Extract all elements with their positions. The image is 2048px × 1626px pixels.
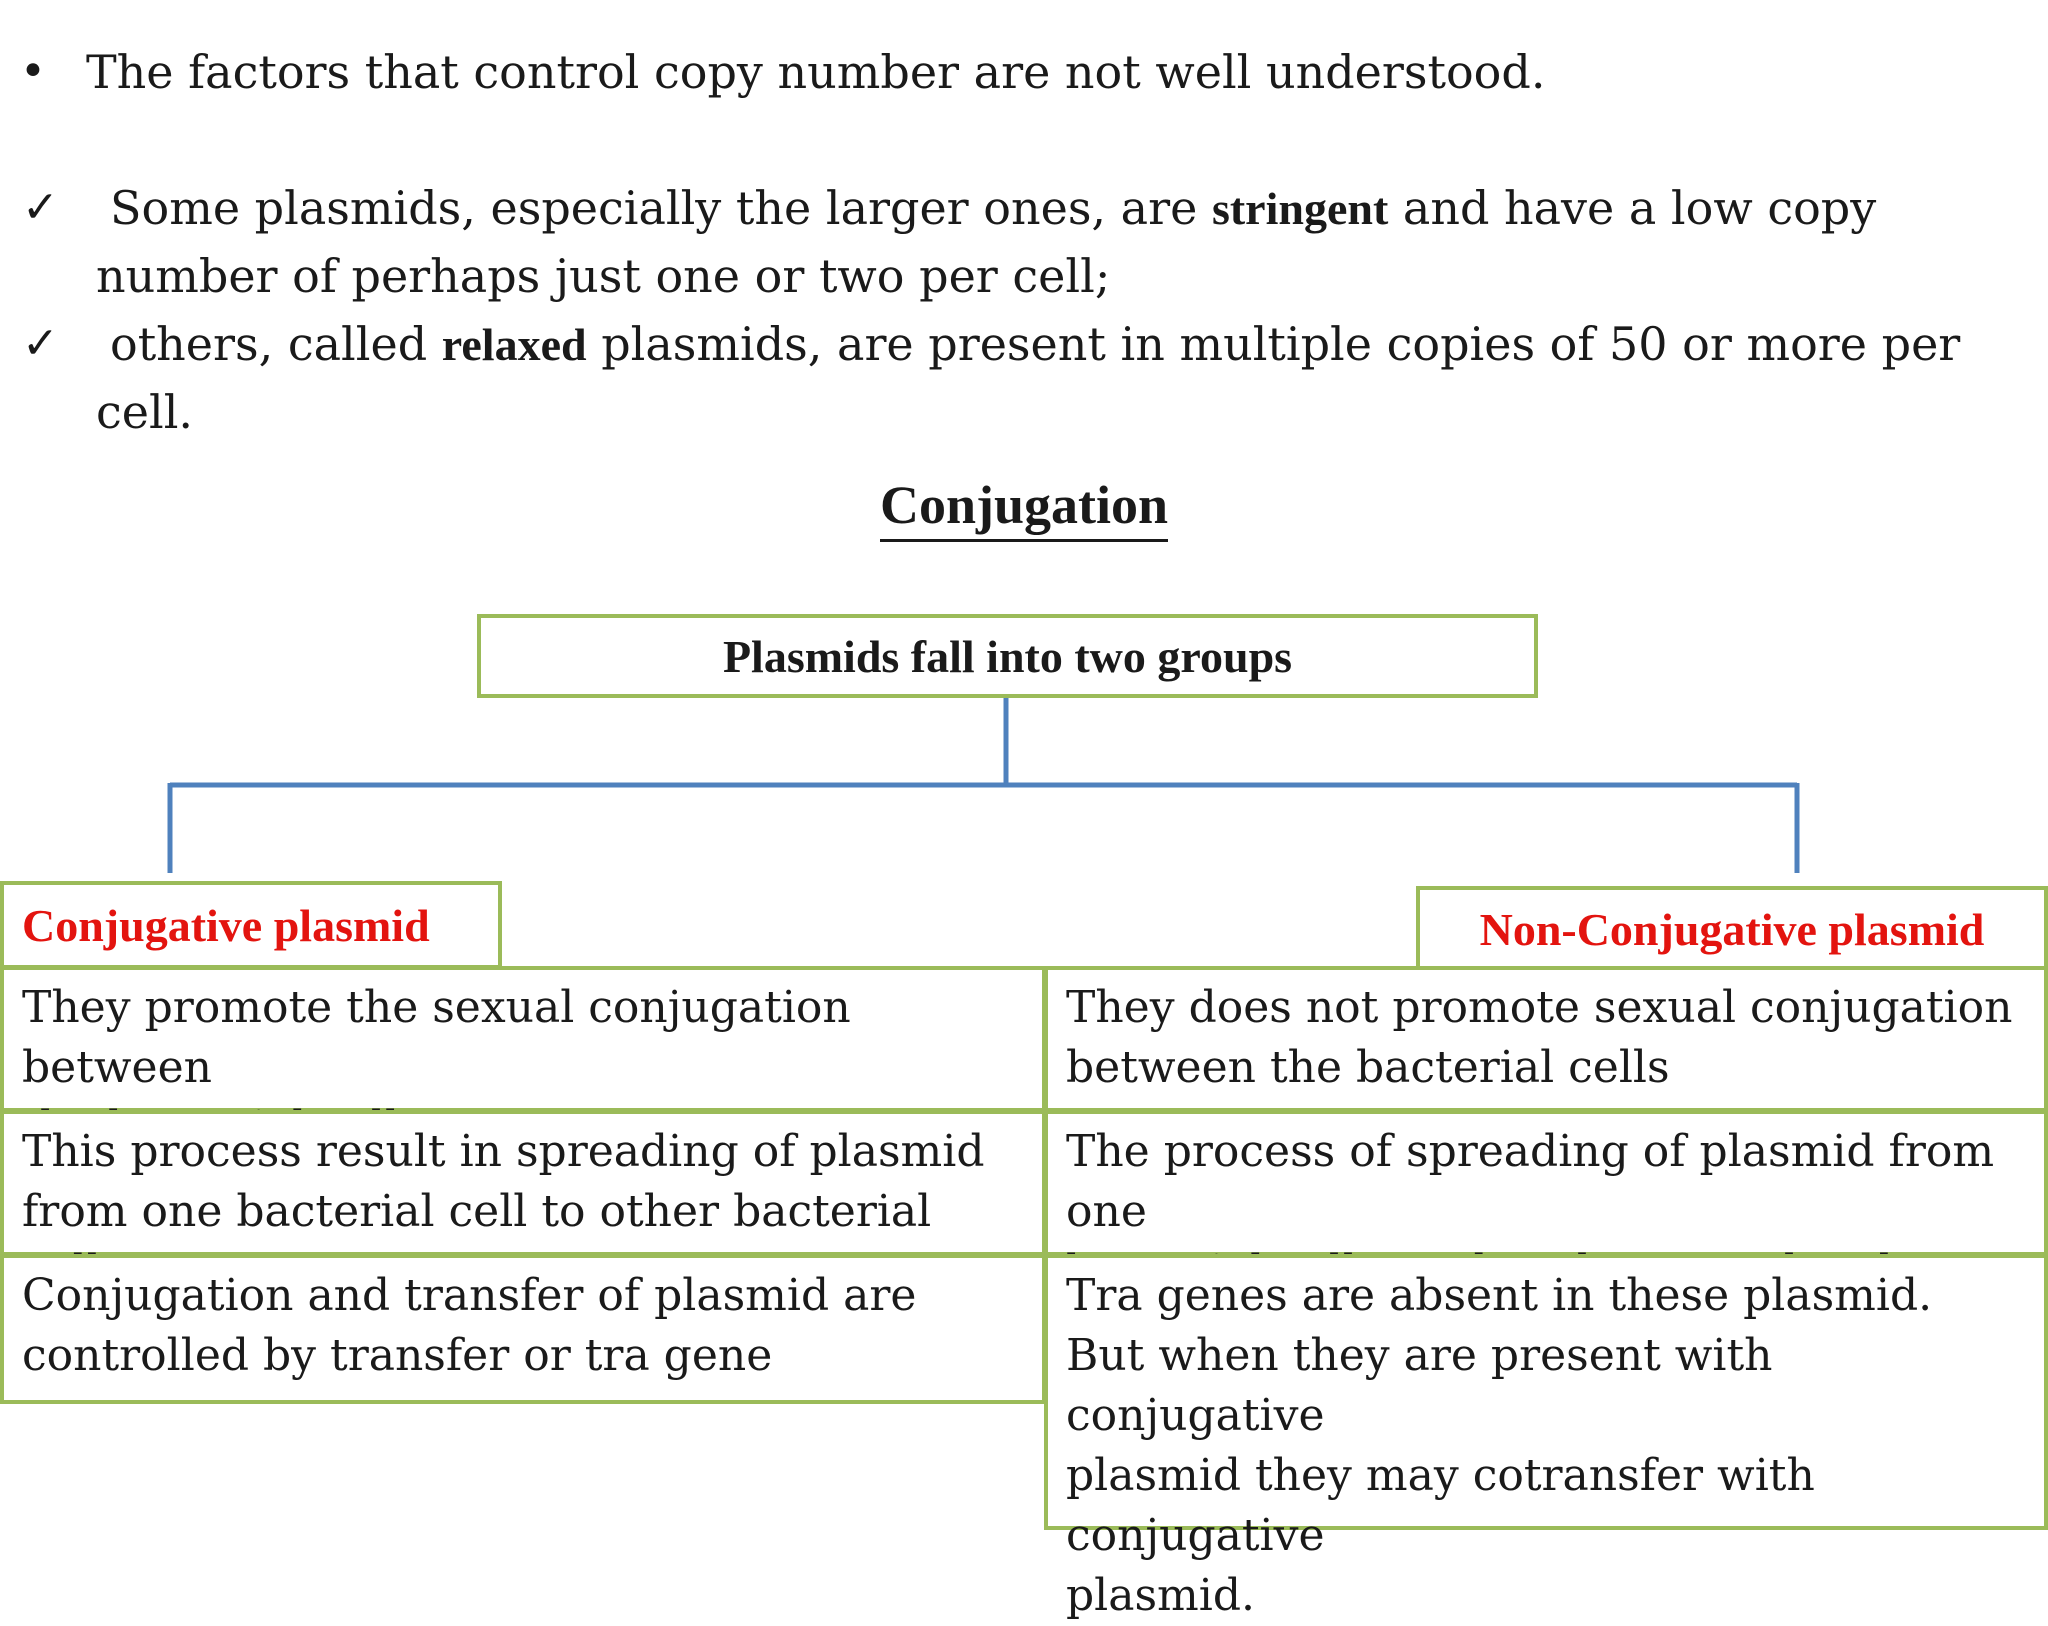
non-conjugative-cell-2: The process of spreading of plasmid from… bbox=[1044, 1110, 2048, 1297]
conjugative-title-box: Conjugative plasmid bbox=[0, 881, 502, 969]
cell-line: between the bacterial cells bbox=[1066, 1042, 1670, 1093]
non-conjugative-title: Non-Conjugative plasmid bbox=[1479, 903, 1985, 955]
check1-pre: Some plasmids, especially the larger one… bbox=[110, 181, 1212, 235]
check1-post: and have a low copy bbox=[1388, 181, 1877, 235]
checkmark-icon: ✓ bbox=[22, 182, 59, 233]
conjugative-cell-1: They promote the sexual conjugation betw… bbox=[0, 966, 1046, 1153]
non-conjugative-cell-3: Tra genes are absent in these plasmid. B… bbox=[1044, 1254, 2048, 1621]
cell-line: But when they are present with conjugati… bbox=[1066, 1330, 1773, 1441]
conjugative-cell-2: This process result in spreading of plas… bbox=[0, 1110, 1046, 1297]
check2-bold: relaxed bbox=[441, 319, 587, 370]
check1-bold: stringent bbox=[1211, 183, 1389, 234]
conjugative-cell-3: Conjugation and transfer of plasmid are … bbox=[0, 1254, 1046, 1404]
non-conjugative-title-box: Non-Conjugative plasmid bbox=[1416, 886, 2048, 972]
root-box: Plasmids fall into two groups bbox=[477, 614, 1538, 698]
checkmark-icon: ✓ bbox=[22, 318, 59, 369]
cell-line: Tra genes are absent in these plasmid. bbox=[1066, 1270, 1933, 1321]
check1-line1: Some plasmids, especially the larger one… bbox=[110, 174, 1876, 243]
check2-post: plasmids, are present in multiple copies… bbox=[586, 317, 1961, 371]
bullet-marker: • bbox=[20, 46, 46, 97]
heading-text: Conjugation bbox=[879, 475, 1169, 542]
tree-connectors bbox=[167, 698, 1800, 873]
root-label: Plasmids fall into two groups bbox=[722, 630, 1293, 682]
check1-line2: number of perhaps just one or two per ce… bbox=[96, 249, 1111, 303]
conjugative-title: Conjugative plasmid bbox=[22, 899, 430, 951]
cell-line: They does not promote sexual conjugation bbox=[1066, 982, 2013, 1033]
cell-line: Conjugation and transfer of plasmid are bbox=[22, 1270, 917, 1321]
check2-line2: cell. bbox=[96, 385, 194, 439]
check2-line1: others, called relaxed plasmids, are pre… bbox=[110, 310, 1960, 379]
bullet-text: The factors that control copy number are… bbox=[86, 45, 1546, 99]
cell-line: The process of spreading of plasmid from… bbox=[1066, 1126, 1995, 1237]
check2-pre: others, called bbox=[110, 317, 442, 371]
diagram-heading: Conjugation bbox=[0, 470, 2048, 542]
cell-line: They promote the sexual conjugation betw… bbox=[22, 982, 851, 1093]
non-conjugative-cell-1: They does not promote sexual conjugation… bbox=[1044, 966, 2048, 1112]
cell-line: controlled by transfer or tra gene bbox=[22, 1330, 773, 1381]
cell-line: plasmid they may cotransfer with conjuga… bbox=[1066, 1450, 1815, 1561]
cell-line: plasmid. bbox=[1066, 1570, 1255, 1621]
cell-line: This process result in spreading of plas… bbox=[22, 1126, 985, 1177]
